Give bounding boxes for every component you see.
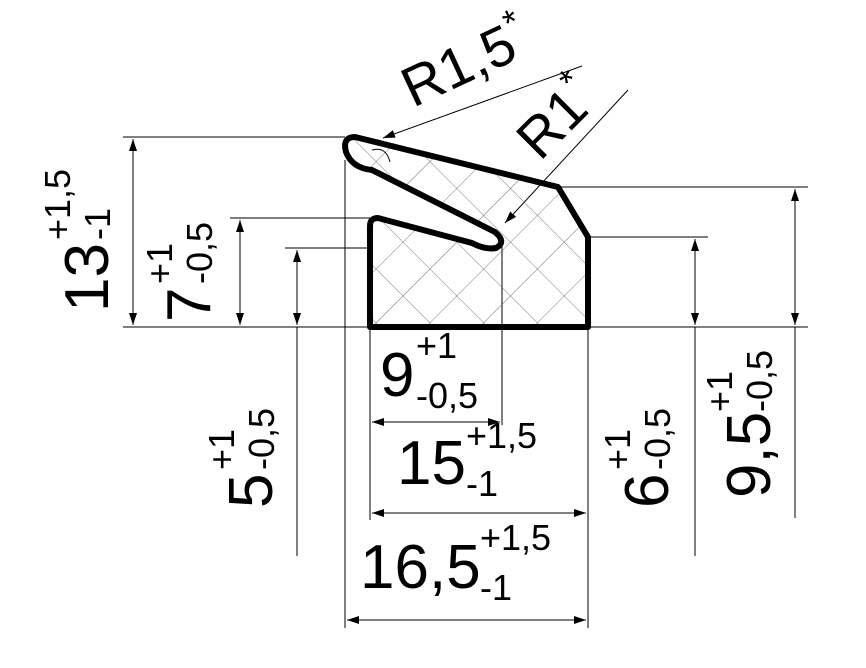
svg-text:9: 9	[380, 341, 414, 410]
dim-text-15: 15 +1,5 -1	[397, 415, 537, 504]
svg-text:+1: +1	[139, 243, 180, 284]
dim-text-5: 5 +1 -0,5	[201, 408, 286, 508]
svg-text:13: 13	[53, 243, 122, 312]
radius-leader-1-5	[382, 65, 583, 139]
radius-arc-small	[371, 148, 391, 163]
dim-text-9: 9 +1 -0,5	[380, 325, 478, 416]
svg-text:+1: +1	[699, 371, 740, 412]
svg-text:+1: +1	[201, 429, 242, 470]
svg-text:-1: -1	[77, 208, 118, 240]
dim-text-16-5: 16,5 +1,5 -1	[360, 517, 551, 608]
dim-text-6: 6 +1 -0,5	[597, 408, 682, 508]
svg-text:-0,5: -0,5	[637, 408, 678, 470]
svg-text:5: 5	[217, 474, 286, 508]
svg-text:-1: -1	[466, 463, 498, 504]
svg-text:-1: -1	[480, 567, 512, 608]
svg-text:9,5: 9,5	[715, 412, 784, 498]
svg-text:-0,5: -0,5	[739, 350, 780, 412]
radius-label-1-5: R1,5*	[389, 0, 538, 118]
svg-text:-0,5: -0,5	[241, 408, 282, 470]
svg-text:+1,5: +1,5	[466, 415, 537, 456]
dim-text-9-5: 9,5 +1 -0,5	[699, 350, 784, 498]
svg-text:-0,5: -0,5	[416, 375, 478, 416]
svg-text:-0,5: -0,5	[179, 222, 220, 284]
svg-text:15: 15	[397, 429, 466, 498]
svg-text:+1: +1	[597, 429, 638, 470]
dim-text-7: 7 +1 -0,5	[139, 222, 224, 322]
radius-labels: R1,5* R1*	[389, 0, 609, 170]
radius-label-1: R1*	[500, 61, 609, 170]
svg-text:7: 7	[155, 288, 224, 322]
svg-text:16,5: 16,5	[360, 533, 481, 602]
dim-text-13: 13 +1,5 -1	[37, 169, 122, 312]
extension-lines	[123, 136, 808, 628]
seal-profile	[342, 134, 591, 330]
svg-text:+1: +1	[416, 325, 457, 366]
svg-text:+1,5: +1,5	[480, 517, 551, 558]
svg-text:+1,5: +1,5	[37, 169, 78, 240]
svg-text:6: 6	[613, 474, 682, 508]
